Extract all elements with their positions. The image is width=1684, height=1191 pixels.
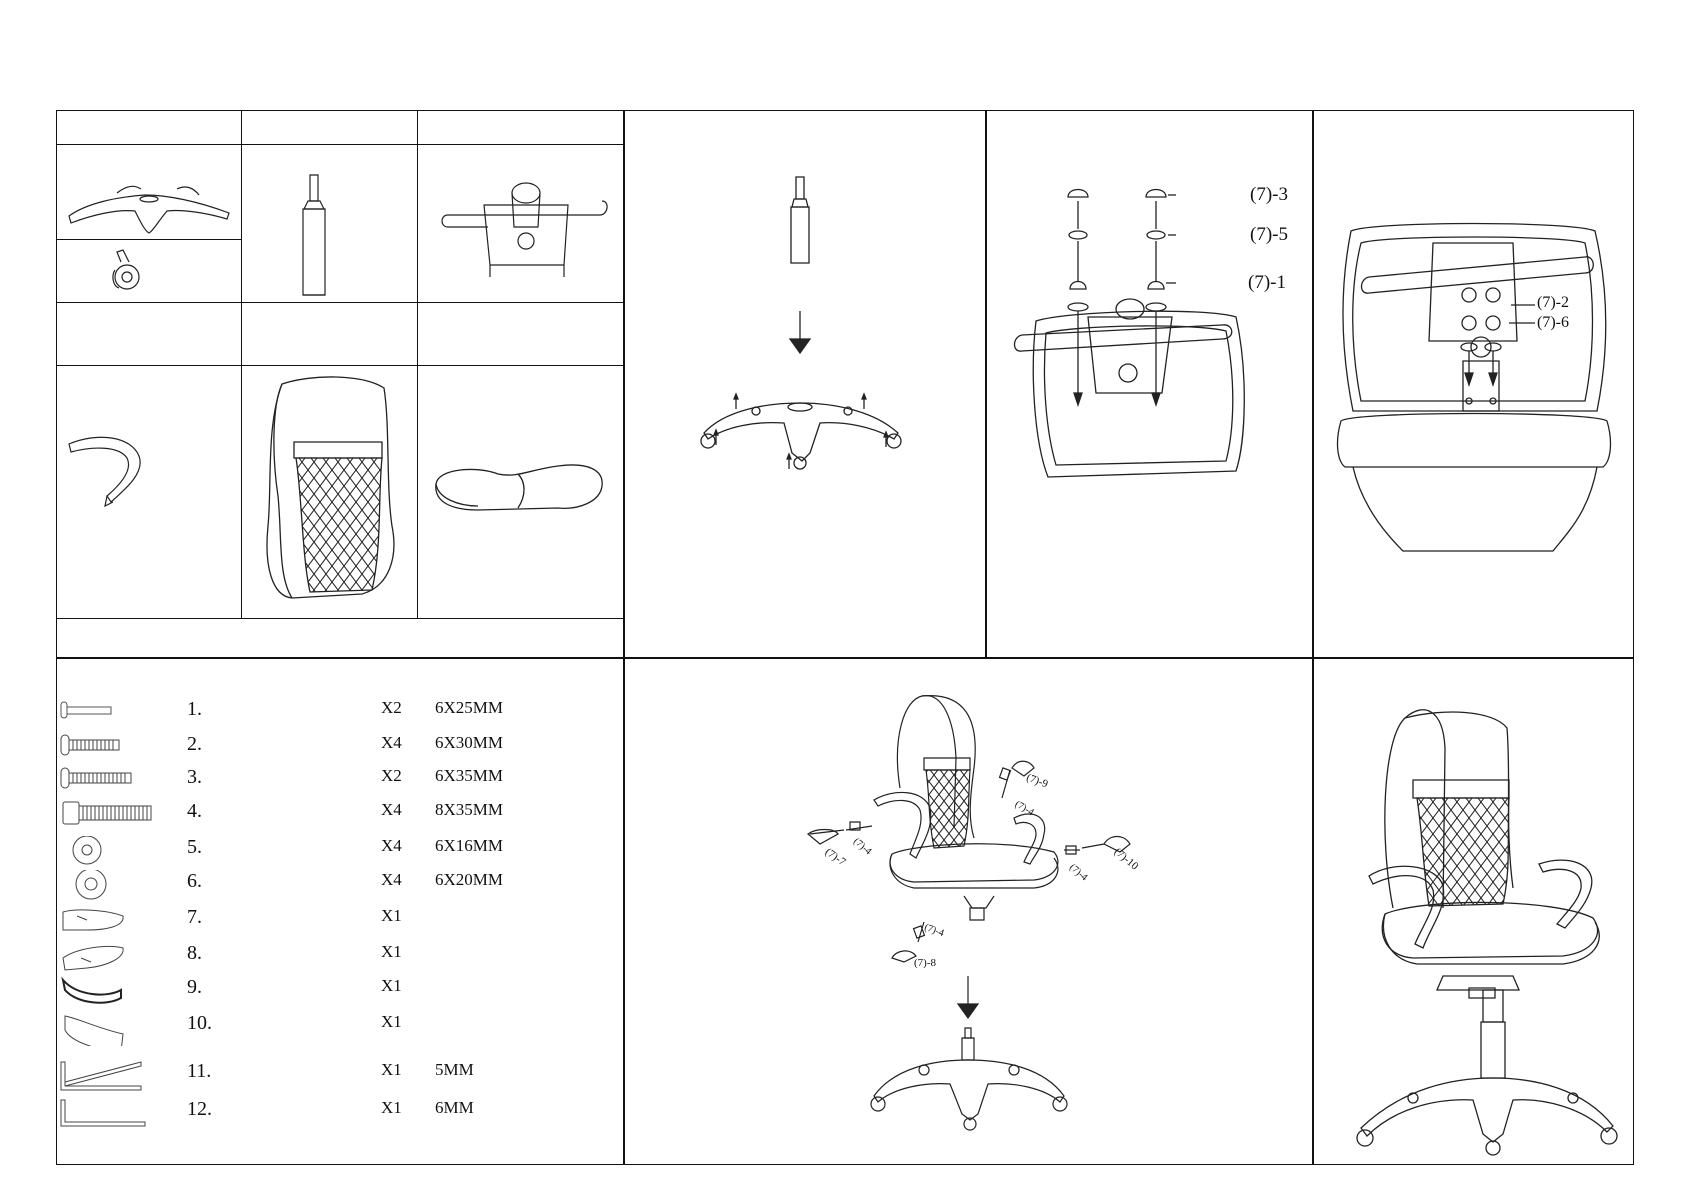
hardware-number: 1. [187,698,202,720]
armrest-icon [57,366,241,618]
part-caster [57,240,241,302]
hardware-row: 6. X4 6X20MM [57,870,617,900]
parts-table-line [57,239,241,240]
hardware-quantity: X4 [381,800,402,819]
callout-7-6: (7)-6 [1537,314,1569,331]
callout-7-5: (7)-5 [1250,224,1288,245]
step-attach-backrest: (7)-2 (7)-6 [1313,111,1633,657]
parts-table-line [241,111,242,618]
hardware-row: 4. X4 8X35MM [57,800,617,830]
callout-7-1: (7)-1 [1248,272,1286,293]
hardware-row: 12. X1 6MM [57,1098,617,1128]
hardware-row: 11. X1 5MM [57,1060,617,1090]
bolt-8x35-icon [57,800,157,834]
hardware-number: 5. [187,836,202,858]
washer-6x20-icon [57,870,157,904]
hardware-quantity: X4 [381,870,402,889]
callout-7-8: (7)-8 [914,957,936,969]
seat-icon [418,366,623,618]
callout-7-3: (7)-3 [1250,184,1288,205]
grid-line [1312,111,1314,1164]
hardware-row: 9. X1 [57,976,617,1006]
hardware-size: 6X30MM [435,733,504,752]
parts-table-line [57,302,623,303]
washer-6x16-icon [57,836,157,870]
hardware-size: 6X16MM [435,836,504,855]
backrest-icon [242,366,417,618]
hardware-quantity: X4 [381,733,402,752]
hardware-number: 4. [187,800,202,822]
hardware-row: 1. X2 6X25MM [57,698,617,728]
step-attach-armrests: (7)-9 (7)-4 (7)-4 (7)-7 (7)-4 (7)-10 (7)… [624,658,1312,1164]
armrest-cover-8-icon [57,942,157,976]
part-armrest [57,366,241,618]
hardware-quantity: X2 [381,698,402,717]
hardware-number: 7. [187,906,202,928]
hardware-quantity: X1 [381,1012,402,1031]
finished-chair [1313,658,1633,1164]
bolt-6x30-icon [57,733,157,767]
allen-key-6mm-icon [57,1098,157,1132]
grid-line [985,111,987,658]
step-attach-mechanism: (7)-3 (7)-5 (7)-1 [986,111,1312,657]
assembly-sheet: (7)-3 (7)-5 (7)-1 [56,110,1634,1165]
armrest-assembly-diagram [624,658,1312,1164]
hardware-row: 3. X2 6X35MM [57,766,617,796]
hardware-quantity: X1 [381,1098,402,1117]
hardware-size: 6X35MM [435,766,504,785]
parts-table-line [57,365,623,366]
hardware-quantity: X1 [381,976,402,995]
hardware-row: 10. X1 [57,1012,617,1042]
bolt-6x35-icon [57,766,157,800]
hardware-number: 12. [187,1098,212,1120]
mechanism-to-seat-diagram [986,111,1312,657]
hardware-quantity: X1 [381,942,402,961]
part-tilt-mechanism [418,145,623,302]
hardware-size: 5MM [435,1060,474,1079]
hardware-size: 8X35MM [435,800,504,819]
armrest-cover-7-icon [57,906,157,940]
part-gas-lift [242,145,417,302]
part-seat [418,366,623,618]
hardware-row: 5. X4 6X16MM [57,836,617,866]
assembled-chair-diagram [1313,658,1633,1164]
allen-key-5mm-icon [57,1060,157,1094]
hardware-number: 9. [187,976,202,998]
hardware-row: 2. X4 6X30MM [57,733,617,763]
hardware-size: 6MM [435,1098,474,1117]
callout-7-2: (7)-2 [1537,294,1569,311]
tilt-mechanism-icon [418,145,623,302]
part-backrest [242,366,417,618]
star-base-icon [57,145,241,239]
bolt-6x25-icon [57,698,157,732]
part-star-base [57,145,241,239]
parts-table-line [417,111,418,618]
caster-icon [57,240,241,302]
hardware-quantity: X1 [381,1060,402,1079]
hardware-number: 3. [187,766,202,788]
parts-table-line [57,618,623,619]
hardware-number: 11. [187,1060,212,1082]
hardware-row: 8. X1 [57,942,617,972]
grid-line [57,657,1633,659]
parts-table-line [57,144,623,145]
grid-line [623,111,625,1164]
hardware-number: 10. [187,1012,212,1034]
hardware-number: 6. [187,870,202,892]
hardware-size: 6X20MM [435,870,504,889]
gas-lift-into-base-diagram [624,111,985,657]
hardware-quantity: X1 [381,906,402,925]
hardware-size: 6X25MM [435,698,504,717]
armrest-cover-10-icon [57,1012,157,1046]
gas-lift-icon [242,145,417,302]
step-insert-gas-lift [624,111,985,657]
hardware-quantity: X2 [381,766,402,785]
hardware-number: 8. [187,942,202,964]
armrest-cover-9-icon [57,976,157,1010]
hardware-quantity: X4 [381,836,402,855]
hardware-number: 2. [187,733,202,755]
hardware-row: 7. X1 [57,906,617,936]
backrest-to-seat-diagram [1313,111,1633,657]
hardware-list: 1. X2 6X25MM 2. X4 6X30MM 3. X2 6X35MM 4. X4 8X35MM… [57,658,623,1164]
